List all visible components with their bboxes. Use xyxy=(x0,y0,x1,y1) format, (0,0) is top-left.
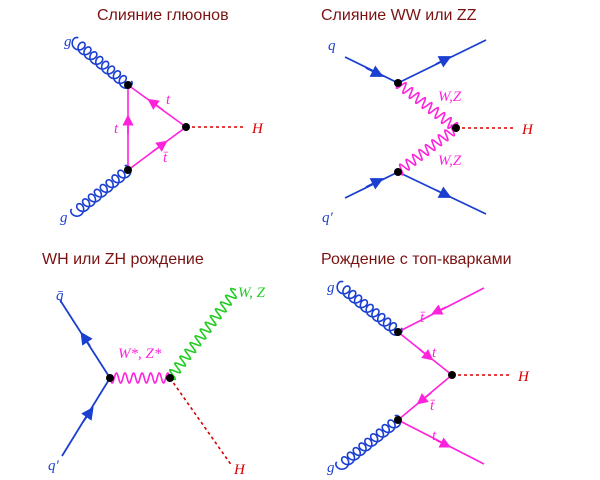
vertex xyxy=(452,124,460,132)
vertex xyxy=(448,371,456,379)
antitop-label-mid: t̄ xyxy=(430,398,436,414)
vertex xyxy=(166,374,174,382)
higgs-label: H xyxy=(517,369,530,385)
antitop-label-top: t̄ xyxy=(420,310,426,326)
vertex xyxy=(182,123,190,131)
vertex xyxy=(124,166,132,174)
panel-title: Рождение с топ-кварками xyxy=(321,251,512,268)
gluon-label-top: g xyxy=(327,280,335,296)
arrow xyxy=(435,437,452,448)
real-boson-line xyxy=(168,287,238,381)
gluon-label-bottom: g xyxy=(327,460,335,476)
boson-label-lower: W,Z xyxy=(438,153,462,169)
higgs-label: H xyxy=(521,122,534,138)
gluon-label-bottom: g xyxy=(60,210,68,226)
top-label-bottom: t xyxy=(432,428,437,444)
gluon-bottom xyxy=(70,164,132,217)
arrow xyxy=(416,392,432,405)
arrow xyxy=(81,406,94,423)
boson-label: W, Z xyxy=(238,285,266,301)
arrow-lower xyxy=(151,140,168,153)
gluon-top xyxy=(71,36,133,89)
vertex xyxy=(394,328,402,336)
antitop-label: t̄ xyxy=(163,150,169,166)
arrow xyxy=(418,348,434,361)
gluon-label-top: g xyxy=(64,34,72,50)
virtual-boson-label: W*, Z* xyxy=(118,346,162,362)
quark-prime-label: q′ xyxy=(48,458,60,474)
panel-gluon-fusion: Слияние глюонов g g t t t̄ H xyxy=(60,7,264,226)
top-label-mid: t xyxy=(432,345,437,361)
higgs-label: H xyxy=(251,121,264,137)
arrow xyxy=(365,65,384,77)
arrow xyxy=(435,56,452,68)
boson-label-upper: W,Z xyxy=(438,89,462,105)
panel-vector-boson-fusion: Слияние WW или ZZ q q′ W,Z W,Z H xyxy=(321,7,534,226)
virtual-boson-line xyxy=(109,372,171,384)
antiquark-label: q̄ xyxy=(56,288,64,304)
boson-line-upper xyxy=(395,81,459,130)
arrow xyxy=(435,186,452,198)
vertex xyxy=(124,81,132,89)
top-label-upper: t xyxy=(166,92,171,108)
higgs-label: H xyxy=(233,462,246,478)
arrow xyxy=(80,331,93,347)
arrow xyxy=(365,178,384,190)
panel-top-associated: Рождение с топ-кварками g g t̄ t t̄ t H xyxy=(321,251,530,476)
higgs-line xyxy=(169,377,233,467)
vertex xyxy=(394,79,402,87)
vertex xyxy=(394,168,402,176)
panel-title: Слияние глюонов xyxy=(97,7,229,24)
vertex xyxy=(106,374,114,382)
arrow xyxy=(430,304,447,315)
panel-associated-production: WH или ZH рождение q̄ q′ W*, Z* W, Z H xyxy=(42,251,266,478)
quark-prime-label: q′ xyxy=(322,210,334,226)
panel-title: WH или ZH рождение xyxy=(42,251,204,268)
gluon-top xyxy=(336,280,403,336)
arrow-upper xyxy=(147,98,164,111)
vertex xyxy=(394,416,402,424)
gluon-bottom xyxy=(335,414,402,470)
panel-title: Слияние WW или ZZ xyxy=(321,7,477,24)
top-label-left: t xyxy=(114,121,119,137)
boson-line-lower xyxy=(397,124,457,176)
quark-label: q xyxy=(328,38,336,54)
